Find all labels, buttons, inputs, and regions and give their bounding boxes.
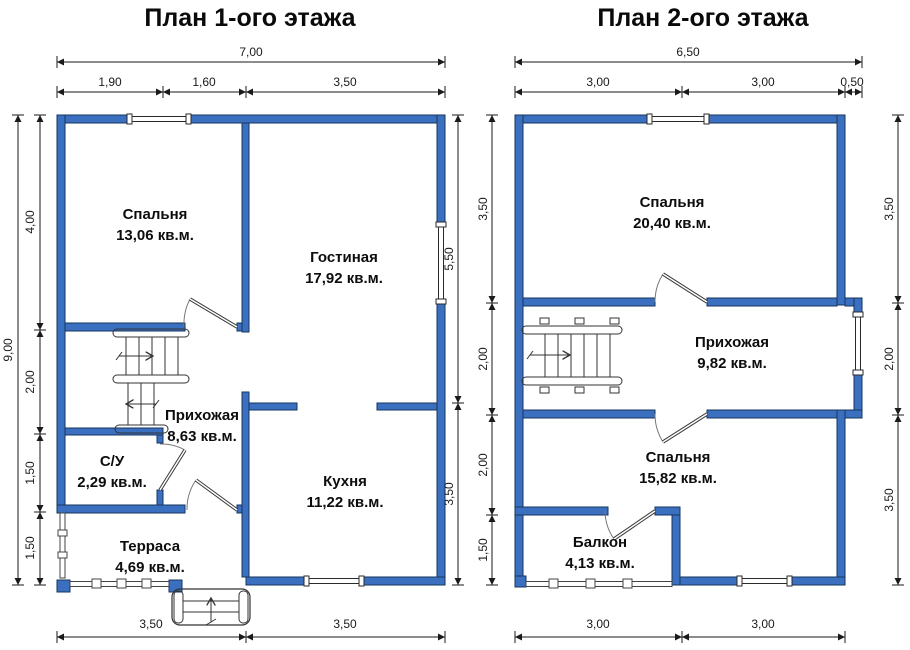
dim-f1-left-total: 9,00 [1,338,15,362]
dim-f1-right-seg1: 5,50 [442,247,456,271]
dim-f2-left-seg4: 1,50 [476,538,490,562]
floor2-title: План 2-ого этажа [597,4,809,32]
floor1-terrace-railing [57,512,170,589]
floor1-walls [56,114,446,593]
dim-f1-left-seg4: 1,50 [23,536,37,560]
floor2-balcony-railing [525,578,673,589]
dim-f2-left-seg1: 3,50 [476,197,490,221]
dim-f1-left-seg2: 2,00 [23,370,37,394]
dim-f1-left-seg3: 1,50 [23,461,37,485]
dim-f2-top-seg1: 3,00 [586,75,610,89]
floor1-stairs [112,328,190,434]
dim-f1-left-seg1: 4,00 [23,210,37,234]
dim-f2-bottom-seg1: 3,00 [586,617,610,631]
dim-f2-left-seg2: 2,00 [476,347,490,371]
dim-f2-left-seg3: 2,00 [476,453,490,477]
dim-f1-right-seg2: 3,50 [442,482,456,506]
floor1-dimension-lines [12,56,464,643]
floor2-windows [646,113,864,587]
dim-f2-top-seg2: 3,00 [751,75,775,89]
dim-f2-right-seg3: 3,50 [882,488,896,512]
dim-f2-top-total: 6,50 [676,45,700,59]
dim-f2-bottom-seg2: 3,00 [751,617,775,631]
floor2-dimension-lines [486,56,904,643]
dim-f2-right-seg2: 2,00 [882,347,896,371]
floor1-entrance-porch [171,588,251,626]
floor2-stairs [521,317,623,394]
dim-f1-top-seg2: 1,60 [192,75,216,89]
floor1-doors [158,297,239,512]
floor2-doors [604,272,708,541]
dim-f2-top-seg3: 0,50 [840,75,864,89]
floor2-walls [514,114,863,588]
dim-f1-bottom-seg2: 3,50 [333,617,357,631]
dim-f1-top-total: 7,00 [239,45,263,59]
dim-f2-right-seg1: 3,50 [882,197,896,221]
dim-f1-bottom-seg1: 3,50 [139,617,163,631]
dim-f1-top-seg1: 1,90 [98,75,122,89]
dim-f1-top-seg3: 3,50 [333,75,357,89]
floor1-windows [126,113,447,587]
floor1-title: План 1-ого этажа [144,4,356,32]
